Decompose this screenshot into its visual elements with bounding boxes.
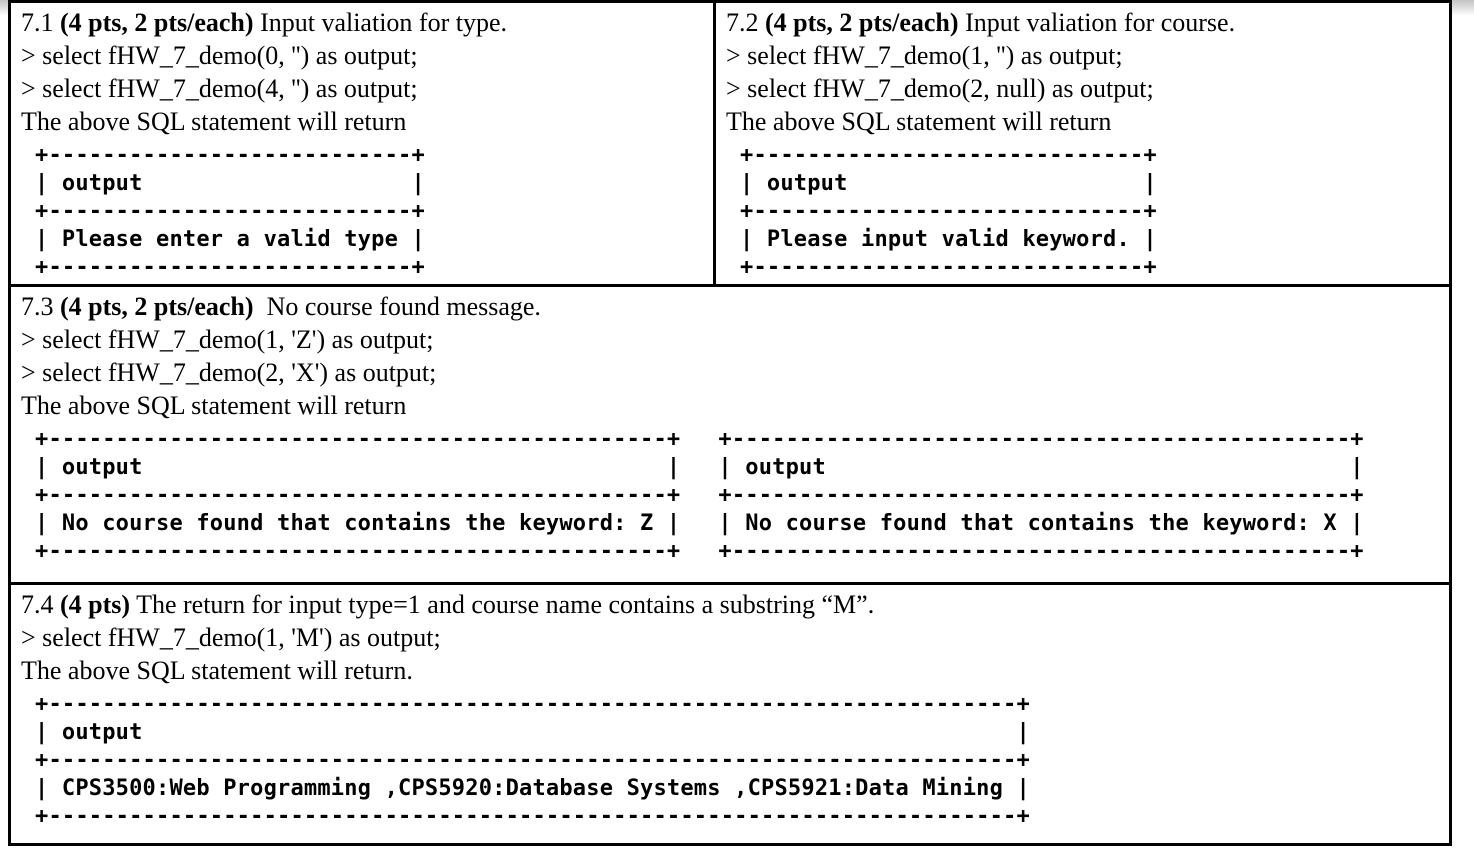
question-7-3-title: 7.3 (4 pts, 2 pts/each) No course found … — [21, 290, 1439, 323]
question-points: (4 pts, 2 pts/each) — [60, 292, 254, 321]
result-table-ascii-keyword-z: +---------------------------------------… — [35, 427, 681, 564]
section-7-4: 7.4 (4 pts) The return for input type=1 … — [11, 585, 1449, 843]
table-row-bottom: 7.4 (4 pts) The return for input type=1 … — [11, 585, 1449, 843]
sql-statement: > select fHW_7_demo(0, '') as output; — [21, 41, 418, 70]
question-number: 7.1 — [21, 8, 60, 37]
sql-statement: > select fHW_7_demo(2, null) as output; — [726, 74, 1154, 103]
homework-answers-table: 7.1 (4 pts, 2 pts/each) Input valiation … — [8, 0, 1452, 846]
question-number: 7.4 — [21, 590, 60, 619]
table-row-middle: 7.3 (4 pts, 2 pts/each) No course found … — [11, 287, 1449, 585]
question-desc: Input valiation for course. — [958, 8, 1236, 37]
sql-statement: > select fHW_7_demo(1, 'Z') as output; — [21, 325, 434, 354]
question-7-4-title: 7.4 (4 pts) The return for input type=1 … — [21, 588, 1439, 621]
section-7-1: 7.1 (4 pts, 2 pts/each) Input valiation … — [11, 3, 716, 284]
sql-statement: > select fHW_7_demo(4, '') as output; — [21, 74, 418, 103]
result-table-ascii: +-----------------------------+ | output… — [740, 143, 1157, 280]
question-points: (4 pts) — [60, 590, 131, 619]
sql-statement: > select fHW_7_demo(1, '') as output; — [726, 41, 1123, 70]
section-7-2: 7.2 (4 pts, 2 pts/each) Input valiation … — [716, 3, 1449, 284]
question-desc: No course found message. — [253, 292, 541, 321]
question-points: (4 pts, 2 pts/each) — [60, 8, 254, 37]
return-note: The above SQL statement will return. — [21, 656, 413, 685]
section-7-3: 7.3 (4 pts, 2 pts/each) No course found … — [11, 287, 1449, 582]
result-tables-row: +---------------------------------------… — [21, 422, 1439, 566]
question-desc: The return for input type=1 and course n… — [130, 590, 875, 619]
question-number: 7.3 — [21, 292, 60, 321]
return-note: The above SQL statement will return — [21, 107, 407, 136]
return-note: The above SQL statement will return — [726, 107, 1112, 136]
question-number: 7.2 — [726, 8, 765, 37]
question-desc: Input valiation for type. — [253, 8, 507, 37]
question-7-1-title: 7.1 (4 pts, 2 pts/each) Input valiation … — [21, 6, 703, 39]
question-points: (4 pts, 2 pts/each) — [765, 8, 959, 37]
result-table-ascii-keyword-x: +---------------------------------------… — [718, 427, 1364, 564]
sql-statement: > select fHW_7_demo(2, 'X') as output; — [21, 358, 437, 387]
question-7-2-title: 7.2 (4 pts, 2 pts/each) Input valiation … — [726, 6, 1439, 39]
return-note: The above SQL statement will return — [21, 391, 407, 420]
result-table-ascii: +---------------------------+ | output |… — [35, 143, 425, 280]
table-row-top: 7.1 (4 pts, 2 pts/each) Input valiation … — [11, 3, 1449, 287]
sql-statement: > select fHW_7_demo(1, 'M') as output; — [21, 623, 441, 652]
result-table-ascii: +---------------------------------------… — [35, 692, 1030, 829]
